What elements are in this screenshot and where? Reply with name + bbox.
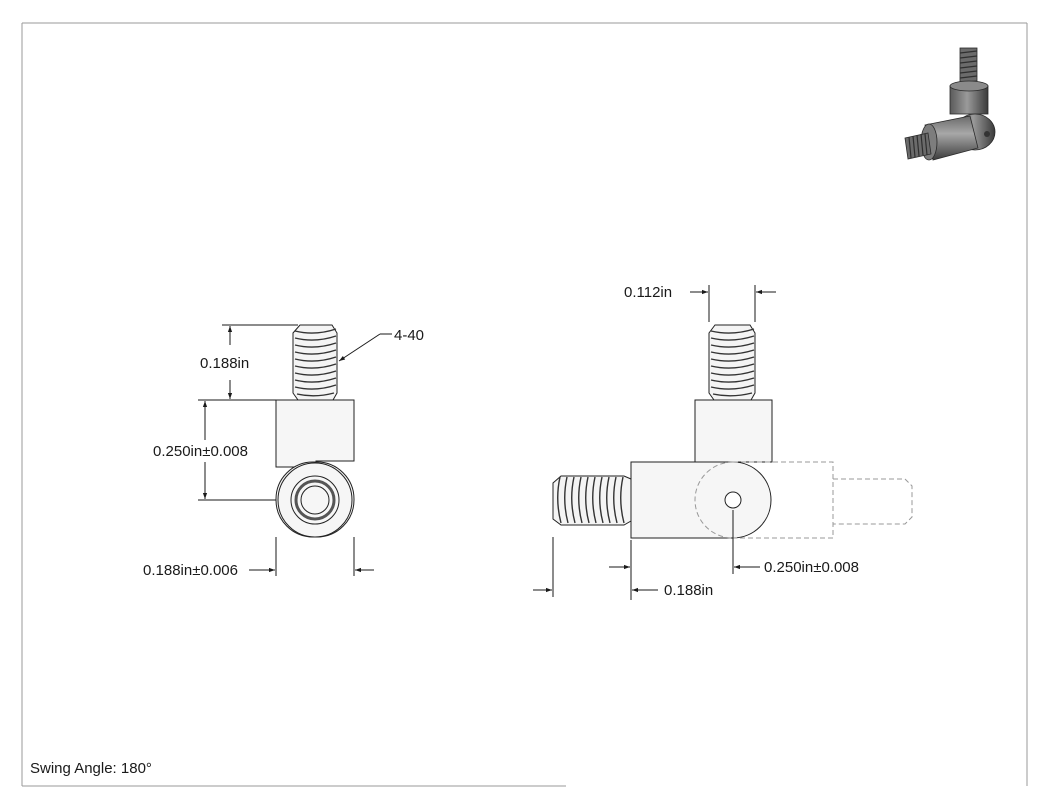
- right-vertical-body: [694, 399, 773, 463]
- isometric-preview: [904, 47, 996, 161]
- sheet-border: [21, 22, 1028, 787]
- right-view: 0.112in 0.250in±0.008 0.188in: [533, 284, 913, 600]
- label-left-thread-length: 0.188in: [200, 355, 249, 372]
- dim-left-body-height: [198, 399, 276, 501]
- right-phantom-swing: [694, 461, 913, 539]
- label-left-body-width: 0.188in±0.006: [143, 562, 238, 579]
- label-left-body-height: 0.250in±0.008: [153, 443, 248, 460]
- left-view: 0.188in 4-40 0.250in±0.008 0.188in±0.006: [143, 324, 424, 579]
- dim-right-swing-offset: [609, 510, 760, 600]
- right-pivot-pin: [724, 491, 742, 509]
- left-swivel-eye: [277, 462, 353, 538]
- left-thread-stud: [292, 324, 338, 401]
- right-thread-stud-horizontal: [552, 475, 632, 526]
- dim-right-thread-diameter: [690, 285, 776, 322]
- label-right-body-length: 0.188in: [664, 582, 713, 599]
- dim-left-body-width: [249, 537, 374, 576]
- label-right-swing-offset: 0.250in±0.008: [764, 559, 859, 576]
- label-thread-callout: 4-40: [394, 327, 424, 344]
- right-horizontal-body: [630, 461, 772, 539]
- right-thread-stud-vertical: [708, 324, 756, 401]
- leader-thread-callout: [338, 333, 392, 362]
- swing-angle-note: Swing Angle: 180°: [30, 760, 152, 777]
- dim-right-body-length: [533, 537, 658, 597]
- label-right-thread-diameter: 0.112in: [624, 284, 672, 301]
